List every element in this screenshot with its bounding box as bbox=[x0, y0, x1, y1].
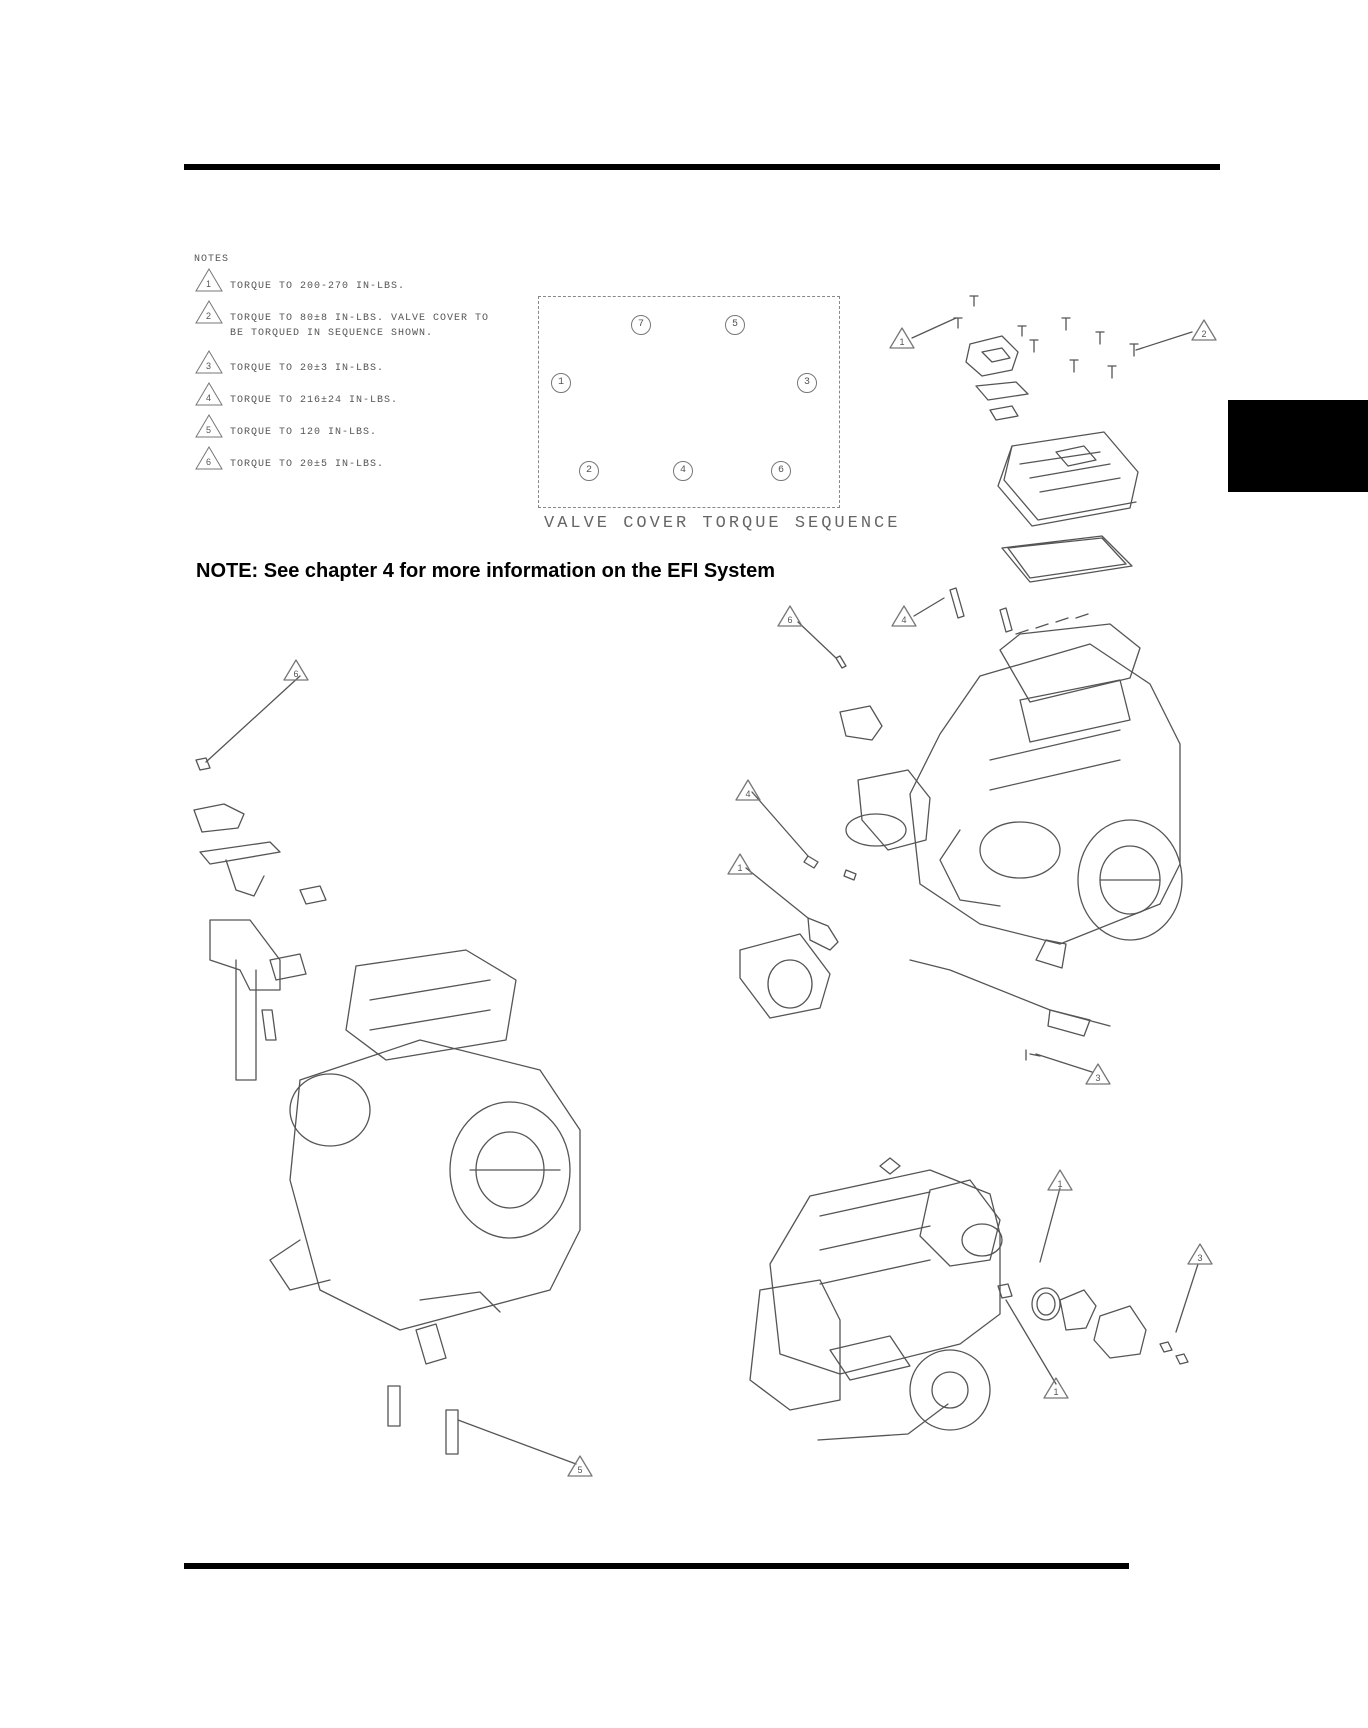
svg-text:1: 1 bbox=[1057, 1179, 1062, 1189]
sequence-bolt: 7 bbox=[631, 315, 651, 335]
torque-sequence-caption: VALVE COVER TORQUE SEQUENCE bbox=[544, 514, 901, 533]
note-text: TORQUE TO 216±24 IN-LBS. bbox=[230, 395, 399, 406]
note-text: TORQUE TO 20±3 IN-LBS. bbox=[230, 363, 385, 374]
sequence-bolt: 6 bbox=[771, 461, 791, 481]
svg-text:1: 1 bbox=[737, 863, 742, 873]
sequence-bolt: 4 bbox=[673, 461, 693, 481]
note-text: TORQUE TO 20±5 IN-LBS. bbox=[230, 459, 385, 470]
svg-text:1: 1 bbox=[1053, 1387, 1058, 1397]
torque-notes: NOTES 1 TORQUE TO 200-270 IN-LBS. 2 TORQ… bbox=[194, 254, 488, 487]
callout-triangle-icon: 1 bbox=[195, 268, 223, 292]
callout-triangle-icon: 2 bbox=[195, 300, 223, 324]
sensor-components bbox=[739, 655, 1111, 1061]
breather-plate bbox=[989, 405, 1019, 421]
cover-bolts bbox=[953, 295, 1139, 379]
sequence-bolt: 1 bbox=[551, 373, 571, 393]
efi-note: NOTE: See chapter 4 for more information… bbox=[196, 560, 775, 582]
callout-triangle-icon: 3 bbox=[1187, 1243, 1213, 1265]
svg-text:5: 5 bbox=[206, 425, 212, 435]
breather-gasket bbox=[975, 381, 1029, 401]
svg-text:4: 4 bbox=[206, 393, 212, 403]
callout-leaders bbox=[205, 317, 1199, 1465]
breather-housing bbox=[965, 335, 1019, 377]
throttle-body bbox=[739, 933, 831, 1019]
svg-text:5: 5 bbox=[577, 1465, 582, 1475]
sequence-bolt: 2 bbox=[579, 461, 599, 481]
callout-triangle-icon: 1 bbox=[1043, 1377, 1069, 1399]
note-6: 6 TORQUE TO 20±5 IN-LBS. bbox=[194, 446, 383, 487]
sequence-bolt: 5 bbox=[725, 315, 745, 335]
valve-cover-assembly bbox=[953, 295, 1139, 583]
note-text: TORQUE TO 200-270 IN-LBS. bbox=[230, 281, 406, 292]
note-5: 5 TORQUE TO 120 IN-LBS. bbox=[194, 414, 376, 455]
valve-cover bbox=[997, 431, 1139, 527]
svg-text:2: 2 bbox=[1201, 329, 1206, 339]
callout-triangle-icon: 4 bbox=[195, 382, 223, 406]
svg-text:3: 3 bbox=[206, 361, 212, 371]
svg-text:6: 6 bbox=[293, 669, 298, 679]
callout-triangle-icon: 1 bbox=[727, 853, 753, 875]
callout-triangle-icon: 4 bbox=[735, 779, 761, 801]
svg-text:3: 3 bbox=[1095, 1073, 1100, 1083]
callout-triangle-icon: 2 bbox=[1191, 319, 1217, 341]
engine-left bbox=[193, 757, 581, 1455]
svg-text:4: 4 bbox=[901, 615, 906, 625]
callout-triangle-icon: 3 bbox=[1085, 1063, 1111, 1085]
note-text: TORQUE TO 80±8 IN-LBS. VALVE COVER TO bbox=[230, 313, 490, 324]
engine-upper-right bbox=[909, 613, 1183, 945]
callout-triangle-icon: 4 bbox=[891, 605, 917, 627]
note-2: 2 TORQUE TO 80±8 IN-LBS. VALVE COVER TO … bbox=[194, 300, 488, 359]
note-text-continued: BE TORQUED IN SEQUENCE SHOWN. bbox=[230, 328, 434, 339]
svg-text:1: 1 bbox=[206, 279, 212, 289]
notes-title: NOTES bbox=[194, 254, 230, 265]
svg-text:6: 6 bbox=[787, 615, 792, 625]
header-rule bbox=[184, 164, 1220, 170]
footer-rule bbox=[184, 1563, 1129, 1569]
engine-bottom-right bbox=[749, 1157, 1189, 1441]
spark-plugs bbox=[949, 587, 1013, 633]
callout-triangle-icon: 6 bbox=[777, 605, 803, 627]
svg-text:1: 1 bbox=[899, 337, 904, 347]
valve-cover-torque-sequence: 7 5 1 3 2 4 6 bbox=[538, 296, 840, 508]
note-3: 3 TORQUE TO 20±3 IN-LBS. bbox=[194, 350, 383, 391]
svg-text:4: 4 bbox=[745, 789, 750, 799]
sequence-bolt: 3 bbox=[797, 373, 817, 393]
callout-triangle-icon: 1 bbox=[889, 327, 915, 349]
note-1: 1 TORQUE TO 200-270 IN-LBS. bbox=[194, 268, 404, 309]
callout-triangle-icon: 5 bbox=[195, 414, 223, 438]
valve-cover-gasket bbox=[1001, 535, 1133, 583]
callout-triangle-icon: 6 bbox=[195, 446, 223, 470]
note-4: 4 TORQUE TO 216±24 IN-LBS. bbox=[194, 382, 397, 423]
callout-triangles: 1 2 4 6 4 1 3 1 1 3 6 5 bbox=[283, 319, 1217, 1477]
svg-text:2: 2 bbox=[206, 311, 212, 321]
note-text: TORQUE TO 120 IN-LBS. bbox=[230, 427, 378, 438]
callout-triangle-icon: 3 bbox=[195, 350, 223, 374]
callout-triangle-icon: 1 bbox=[1047, 1169, 1073, 1191]
callout-triangle-icon: 5 bbox=[567, 1455, 593, 1477]
svg-text:3: 3 bbox=[1197, 1253, 1202, 1263]
chapter-tab bbox=[1228, 400, 1368, 492]
svg-text:6: 6 bbox=[206, 457, 212, 467]
callout-triangle-icon: 6 bbox=[283, 659, 309, 681]
